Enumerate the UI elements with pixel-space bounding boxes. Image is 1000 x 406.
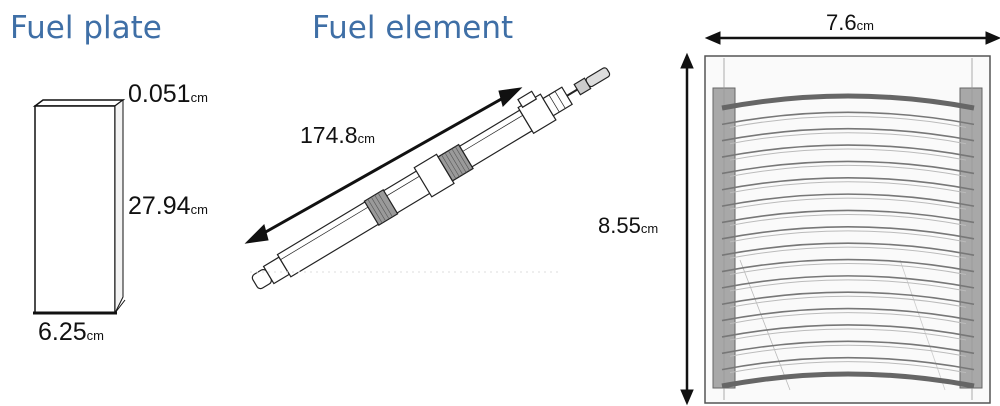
fuel-plate-curve-inner	[729, 115, 967, 128]
fuel-plate-curve	[721, 111, 975, 126]
fuel-plate-curve-inner	[729, 213, 967, 226]
fuel-plate-curve	[721, 371, 975, 389]
fuel-element-title: Fuel element	[312, 10, 514, 46]
fuel-plate-curve-inner	[729, 279, 967, 292]
element-length-arrow	[244, 87, 523, 244]
fuel-plate-curve	[721, 258, 975, 273]
fuel-plate-curve-inner	[729, 164, 967, 177]
fuel-plate-curve-inner	[729, 328, 967, 341]
plate-width-label: 6.25cm	[38, 318, 105, 346]
cross-section-width-arrow	[704, 31, 1000, 45]
fuel-plate-curve-inner	[729, 132, 967, 145]
cross-section-height-label: 8.55cm	[598, 213, 659, 238]
fuel-plate-curve	[721, 291, 975, 306]
fuel-plate-curve-inner	[729, 230, 967, 243]
fuel-plate-title: Fuel plate	[10, 10, 162, 46]
fuel-plate-curve-inner	[729, 263, 967, 276]
fuel-plate-curve-inner	[729, 344, 967, 357]
fuel-plate-curve	[721, 356, 975, 371]
fuel-plate-curve	[721, 340, 975, 355]
fuel-plate-curve	[721, 226, 975, 240]
cross-section-drawing	[704, 55, 991, 404]
fuel-plate-curve	[721, 176, 975, 191]
fuel-plate-curve	[721, 93, 975, 111]
fuel-plate-curve	[721, 127, 975, 142]
plate-length-label: 27.94cm	[128, 192, 208, 220]
fuel-plate-curve	[721, 324, 975, 338]
element-length-label: 174.8cm	[300, 122, 375, 148]
fuel-plate-curve-inner	[729, 246, 967, 259]
fuel-plate-curve	[721, 144, 975, 158]
fuel-plate-curve-inner	[729, 148, 967, 161]
fuel-plate-curve	[721, 275, 975, 289]
fuel-plate-curve-inner	[729, 361, 967, 374]
fuel-plate-curve	[721, 307, 975, 322]
fuel-plate-curve	[721, 160, 975, 175]
fuel-plate-curve	[721, 209, 975, 224]
fuel-element-drawing	[250, 67, 611, 290]
fuel-plate-curve	[721, 242, 975, 256]
fuel-plate-curve-inner	[729, 181, 967, 194]
fuel-plate-curve	[721, 193, 975, 207]
fuel-plate-drawing	[32, 99, 126, 315]
cross-section-width-label: 7.6cm	[826, 10, 874, 35]
fuel-plate-curve-inner	[729, 295, 967, 308]
plate-thickness-label: 0.051cm	[128, 80, 208, 108]
fuel-plate-curve-inner	[729, 312, 967, 325]
cross-section-height-arrow	[680, 52, 694, 406]
fuel-plate-curve-inner	[729, 197, 967, 210]
